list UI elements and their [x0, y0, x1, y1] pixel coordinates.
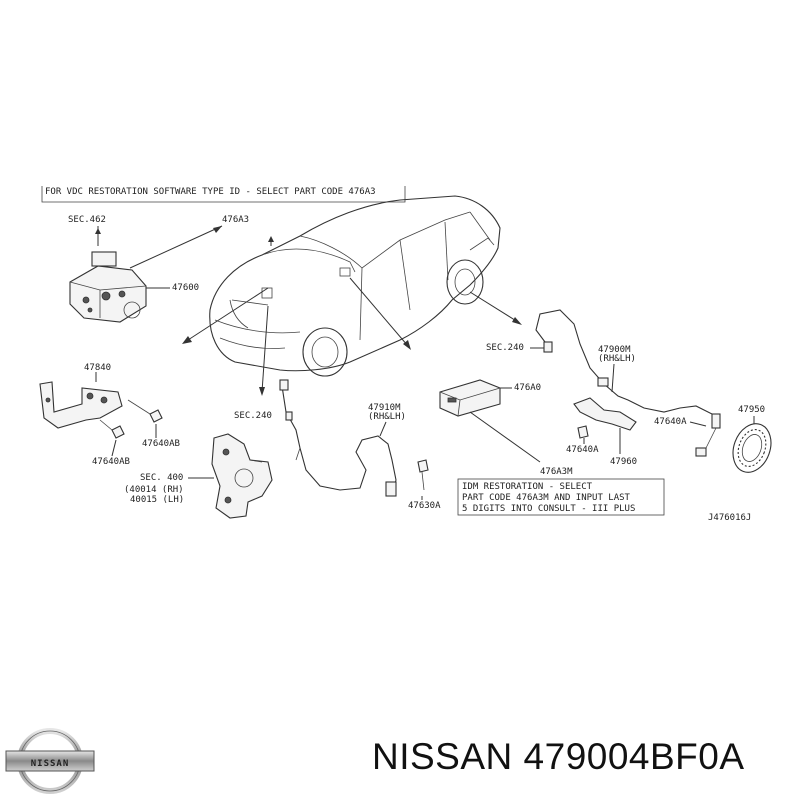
front-sensor-47910m: [279, 379, 397, 497]
idm-note-line3: 5 DIGITS INTO CONSULT - III PLUS: [462, 504, 635, 514]
label-sec-462: SEC.462: [68, 215, 106, 225]
bolt-47640a-left: [577, 425, 589, 439]
label-sec-240-right: SEC.240: [486, 343, 524, 353]
label-sec-240-left: SEC.240: [234, 411, 272, 421]
label-47910m: 47910M: [368, 403, 401, 413]
label-47640a-right: 47640A: [654, 417, 687, 427]
part-number-title: NISSAN 479004BF0A: [372, 736, 745, 777]
idm-note-line1: IDM RESTORATION - SELECT: [462, 482, 593, 492]
bracket-47840: [39, 381, 123, 429]
label-476a3: 476A3: [222, 215, 249, 225]
label-47630a: 47630A: [408, 501, 441, 511]
vehicle-outline: [209, 195, 501, 377]
vdc-note: FOR VDC RESTORATION SOFTWARE TYPE ID - S…: [41, 186, 406, 203]
nissan-logo: NISSAN: [5, 728, 95, 794]
bolt-47640ab-a: [127, 399, 163, 423]
abs-actuator-47600: [69, 251, 147, 323]
label-47900m-side: (RH&LH): [598, 354, 636, 364]
label-47640a-left: 47640A: [566, 445, 599, 455]
idm-note-line2: PART CODE 476A3M AND INPUT LAST: [462, 493, 631, 503]
label-sec-400: SEC. 400: [140, 473, 183, 483]
label-476a3m: 476A3M: [540, 467, 573, 477]
control-module-476a0: [439, 379, 501, 417]
label-47960: 47960: [610, 457, 637, 467]
rear-sensor-47900m: [535, 309, 721, 457]
label-47840: 47840: [84, 363, 111, 373]
label-40015: 40015 (LH): [130, 495, 184, 505]
label-47900m: 47900M: [598, 345, 631, 355]
idm-note: IDM RESTORATION - SELECT PART CODE 476A3…: [457, 478, 665, 516]
vdc-note-text: FOR VDC RESTORATION SOFTWARE TYPE ID - S…: [45, 187, 376, 197]
nissan-logo-text: NISSAN: [31, 759, 70, 769]
label-47600: 47600: [172, 283, 199, 293]
sensor-rotor-47950: [732, 423, 772, 473]
label-40014: (40014 (RH): [124, 485, 184, 495]
label-47910m-side: (RH&LH): [368, 412, 406, 422]
label-476a0: 476A0: [514, 383, 541, 393]
label-47640ab-b: 47640AB: [92, 457, 130, 467]
bolt-47640ab-b: [99, 419, 125, 439]
label-47950: 47950: [738, 405, 765, 415]
steering-knuckle-40014: [211, 433, 273, 519]
label-47640ab-a: 47640AB: [142, 439, 180, 449]
bolt-47630a: [417, 459, 429, 491]
drawing-code: J476016J: [708, 513, 751, 523]
